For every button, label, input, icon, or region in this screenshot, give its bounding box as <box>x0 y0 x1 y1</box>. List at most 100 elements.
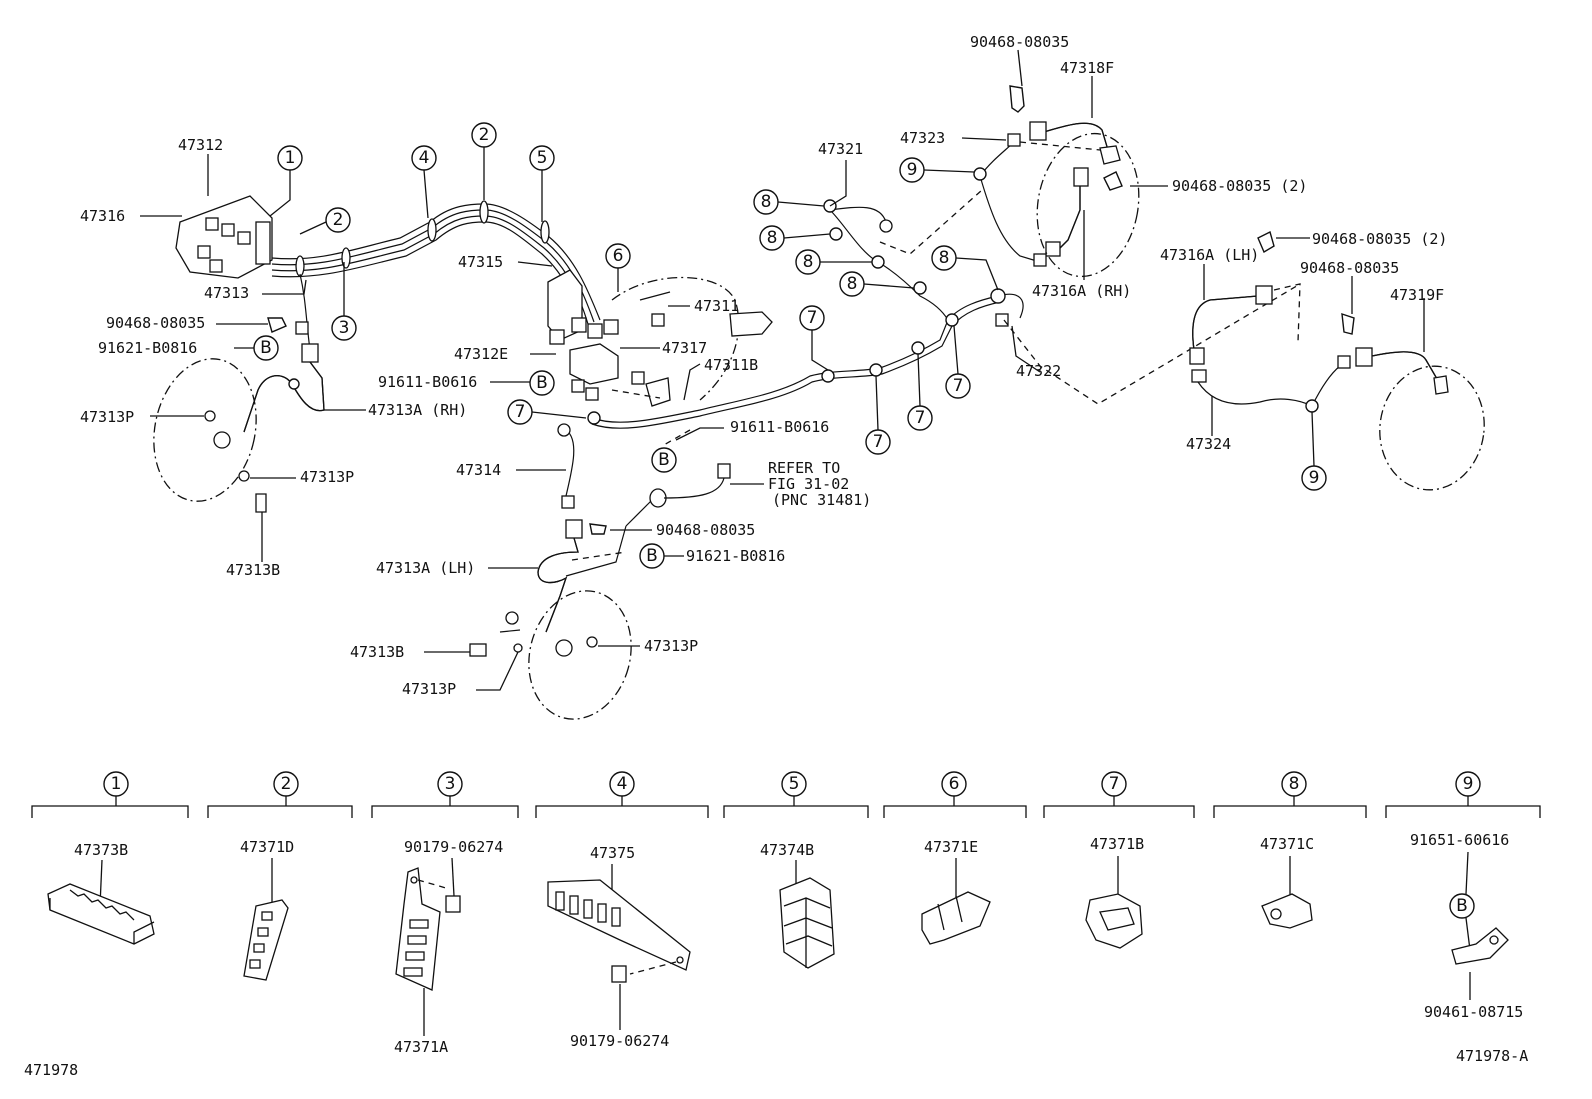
label-47312e: 47312E <box>454 345 508 363</box>
label-91611-b0616: 91611-B0616 <box>730 418 829 436</box>
callout-letter: B <box>536 373 548 393</box>
callout-8b: 8 <box>759 225 785 251</box>
callout-number: 2 <box>333 210 344 230</box>
front-lh-pipe <box>469 423 731 657</box>
callout-number: 3 <box>339 318 350 338</box>
callout-letter: B <box>646 546 658 566</box>
callout-number: 6 <box>613 246 624 266</box>
callout-number: 7 <box>915 408 926 428</box>
callout-7b: 7 <box>799 305 825 331</box>
label-47312: 47312 <box>178 136 223 154</box>
legend-part-47371a: 47371A <box>394 1038 448 1056</box>
callout-number: 7 <box>807 308 818 328</box>
callout-number: 8 <box>761 192 772 212</box>
label-47314: 47314 <box>456 461 501 479</box>
callout-b4: B <box>639 543 665 569</box>
figure-id: 471978-A <box>1456 1047 1528 1065</box>
callout-7d: 7 <box>907 405 933 431</box>
clip-90461-08715-drawing <box>1451 927 1509 965</box>
diagram-callouts: 1 2 3 4 2 5 6 7 7 7 7 7 8 8 8 8 8 9 9 B … <box>253 122 1327 569</box>
label-90468-08035: 90468-08035 <box>106 314 205 332</box>
legend-callout-6: 6 <box>941 771 967 797</box>
legend-callout-4: 4 <box>609 771 635 797</box>
front-lh-wheel-outline <box>528 590 632 720</box>
label-90468-08035-2: 90468-08035 (2) <box>1312 230 1447 248</box>
clamp-47375-drawing <box>547 879 691 983</box>
callout-3: 3 <box>331 315 357 341</box>
figure-id: 471978 <box>24 1061 78 1079</box>
clamp-47371d-drawing <box>243 899 289 981</box>
callout-7c: 7 <box>865 429 891 455</box>
label-47316a-rh: 47316A (RH) <box>1032 282 1131 300</box>
label-47311: 47311 <box>694 297 739 315</box>
label-47315: 47315 <box>458 253 503 271</box>
label-47313a-lh: 47313A (LH) <box>376 559 475 577</box>
label-90468-08035-2: 90468-08035 (2) <box>1172 177 1307 195</box>
legend-part-47371e: 47371E <box>924 838 978 856</box>
legend-callout-7: 7 <box>1101 771 1127 797</box>
callout-number: 8 <box>939 248 950 268</box>
label-47316: 47316 <box>80 207 125 225</box>
refer-note-line-1: REFER TO <box>768 459 840 477</box>
callout-b3: B <box>651 447 677 473</box>
label-47313p: 47313P <box>644 637 698 655</box>
label-91621-b0816: 91621-B0816 <box>98 339 197 357</box>
callout-7a: 7 <box>507 399 533 425</box>
label-91621-b0816: 91621-B0816 <box>686 547 785 565</box>
callout-number: 1 <box>285 148 296 168</box>
callout-letter: B <box>1456 896 1468 916</box>
callout-8d: 8 <box>839 271 865 297</box>
callout-number: 8 <box>767 228 778 248</box>
label-90468-08035: 90468-08035 <box>970 33 1069 51</box>
callout-number: 2 <box>479 125 490 145</box>
clamp-47371b-drawing <box>1085 893 1143 949</box>
label-47316a-lh: 47316A (LH) <box>1160 246 1259 264</box>
legend-callout-3: 3 <box>437 771 463 797</box>
front-rh-wheel-outline <box>153 358 257 502</box>
rear-lh-wheel-outline <box>1379 365 1485 491</box>
proportioning-valve-area <box>547 269 773 447</box>
label-47321: 47321 <box>818 140 863 158</box>
callout-b1: B <box>253 335 279 361</box>
callout-9a: 9 <box>899 157 925 183</box>
legend-callout-2: 2 <box>273 771 299 797</box>
clamp-47371a-drawing <box>395 867 461 991</box>
clamp-47371e-drawing <box>921 891 991 945</box>
callout-number: 7 <box>515 402 526 422</box>
callout-8a: 8 <box>753 189 779 215</box>
label-91611-b0616: 91611-B0616 <box>378 373 477 391</box>
callout-1: 1 <box>277 145 303 171</box>
callout-2b: 2 <box>471 122 497 148</box>
label-47313p: 47313P <box>402 680 456 698</box>
callout-number: 7 <box>953 376 964 396</box>
legend-callout-8: 8 <box>1281 771 1307 797</box>
legend-number: 8 <box>1289 774 1300 794</box>
callout-4: 4 <box>411 145 437 171</box>
callout-number: 4 <box>419 148 430 168</box>
label-90468-08035: 90468-08035 <box>1300 259 1399 277</box>
label-47322: 47322 <box>1016 362 1061 380</box>
clamp-47374b-drawing <box>779 877 835 969</box>
callout-5: 5 <box>529 145 555 171</box>
label-47313p: 47313P <box>300 468 354 486</box>
label-47318f: 47318F <box>1060 59 1114 77</box>
legend-callout-9: 9 <box>1455 771 1481 797</box>
legend-part-91651-60616: 91651-60616 <box>1410 831 1509 849</box>
callout-number: 5 <box>537 148 548 168</box>
callout-8e: 8 <box>931 245 957 271</box>
legend-callout-b: B <box>1449 893 1475 919</box>
callout-number: 8 <box>847 274 858 294</box>
label-47323: 47323 <box>900 129 945 147</box>
legend-part-47371c: 47371C <box>1260 835 1314 853</box>
clamp-47373b-drawing <box>47 883 155 945</box>
legend-part-47373b: 47373B <box>74 841 128 859</box>
label-47313b: 47313B <box>350 643 404 661</box>
label-90468-08035: 90468-08035 <box>656 521 755 539</box>
legend-number: 3 <box>445 774 456 794</box>
callout-number: 7 <box>873 432 884 452</box>
label-47324: 47324 <box>1186 435 1231 453</box>
legend-part-90461-08715: 90461-08715 <box>1424 1003 1523 1021</box>
legend-number: 5 <box>789 774 800 794</box>
legend-number: 4 <box>617 774 628 794</box>
refer-note-line-2: FIG 31-02 <box>768 475 849 493</box>
